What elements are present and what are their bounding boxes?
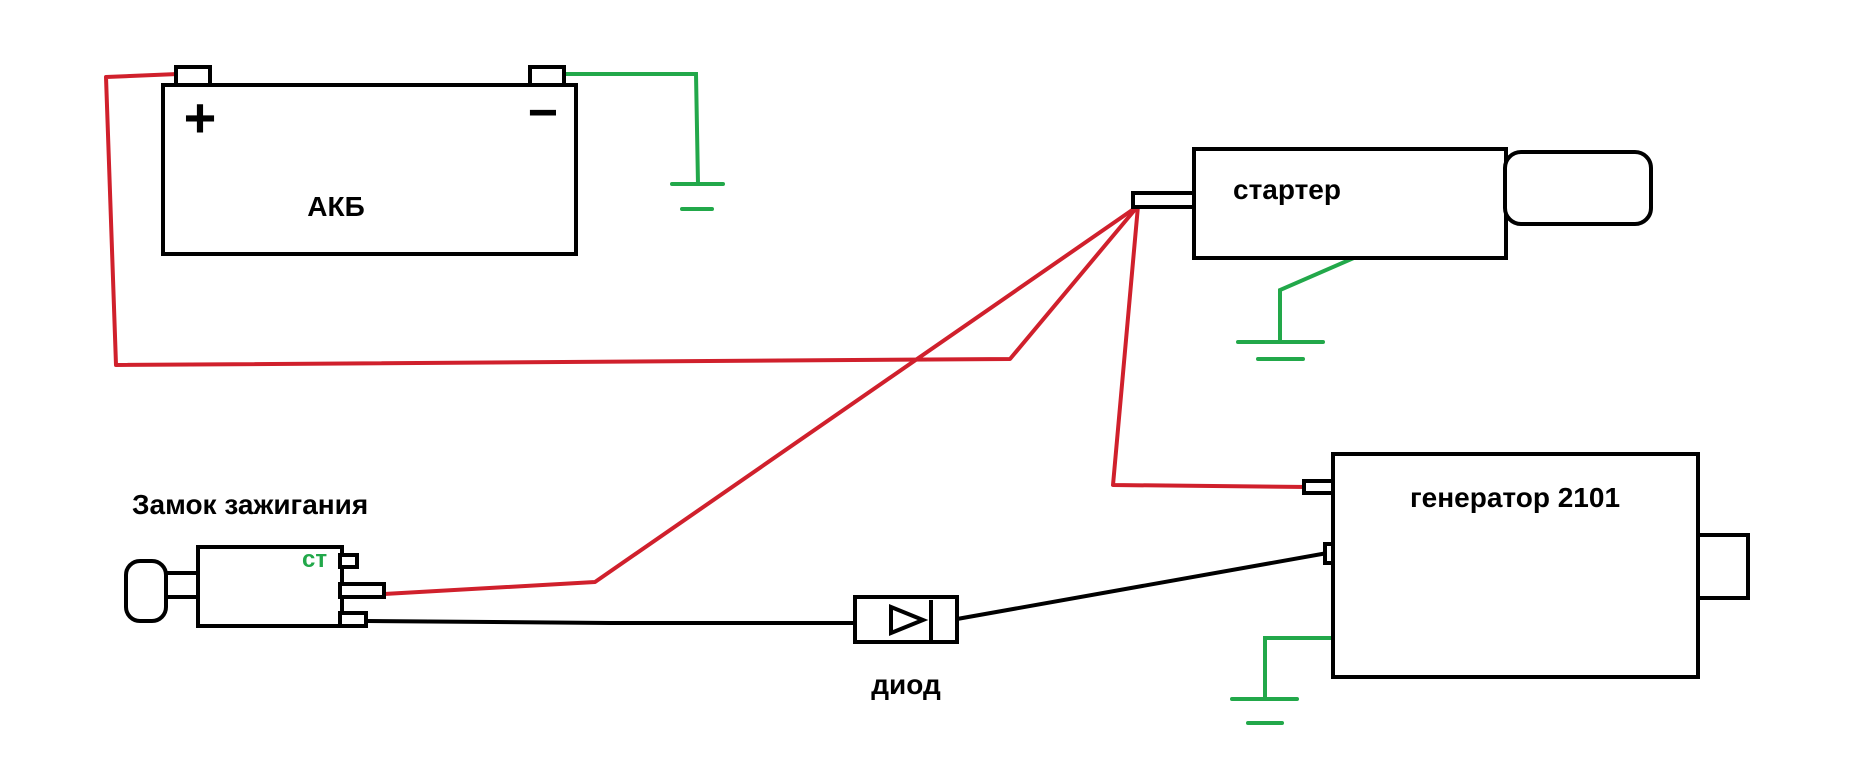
diode-to-generator-wire <box>955 550 1335 621</box>
battery-minus-terminal <box>528 65 566 87</box>
starter-to-ignition-wire <box>382 204 1140 596</box>
ignition-key-knob <box>124 559 168 623</box>
ignition-to-diode-wire <box>364 619 857 625</box>
generator: генератор 2101 <box>1302 452 1750 679</box>
diode-triangle-symbol <box>889 604 929 636</box>
diode: диод <box>853 595 959 700</box>
ignition-switch: Замок зажигания ст <box>124 489 386 628</box>
starter-drive <box>1503 150 1653 226</box>
signal-wires <box>364 550 1335 625</box>
battery: + − АКБ <box>161 65 578 256</box>
ignition-body <box>196 545 344 628</box>
battery-to-starter-wire <box>104 72 1140 367</box>
ignition-key-shaft <box>160 571 202 599</box>
generator-pulley <box>1696 533 1750 600</box>
battery-label: АКБ <box>307 191 364 222</box>
ignition-terminal-st <box>338 582 386 599</box>
ignition-label: Замок зажигания <box>132 489 368 520</box>
ignition-terminal-top <box>338 553 359 569</box>
battery-ground-wire <box>564 72 700 186</box>
battery-plus-terminal <box>174 65 212 87</box>
positive-wires <box>104 72 1310 596</box>
battery-minus-symbol: − <box>528 84 558 142</box>
generator-terminal-plus <box>1302 479 1337 495</box>
battery-body <box>161 83 578 256</box>
generator-body <box>1331 452 1700 679</box>
starter-to-generator-wire <box>1111 204 1310 489</box>
starter-label: стартер <box>1233 174 1341 205</box>
ignition-terminal-bottom <box>338 611 368 628</box>
starter: стартер <box>1131 147 1653 260</box>
diode-label: диод <box>871 669 941 700</box>
starter-terminal <box>1131 191 1197 209</box>
battery-plus-symbol: + <box>184 86 217 149</box>
generator-label: генератор 2101 <box>1410 482 1620 513</box>
ignition-terminal-label: ст <box>302 546 327 573</box>
